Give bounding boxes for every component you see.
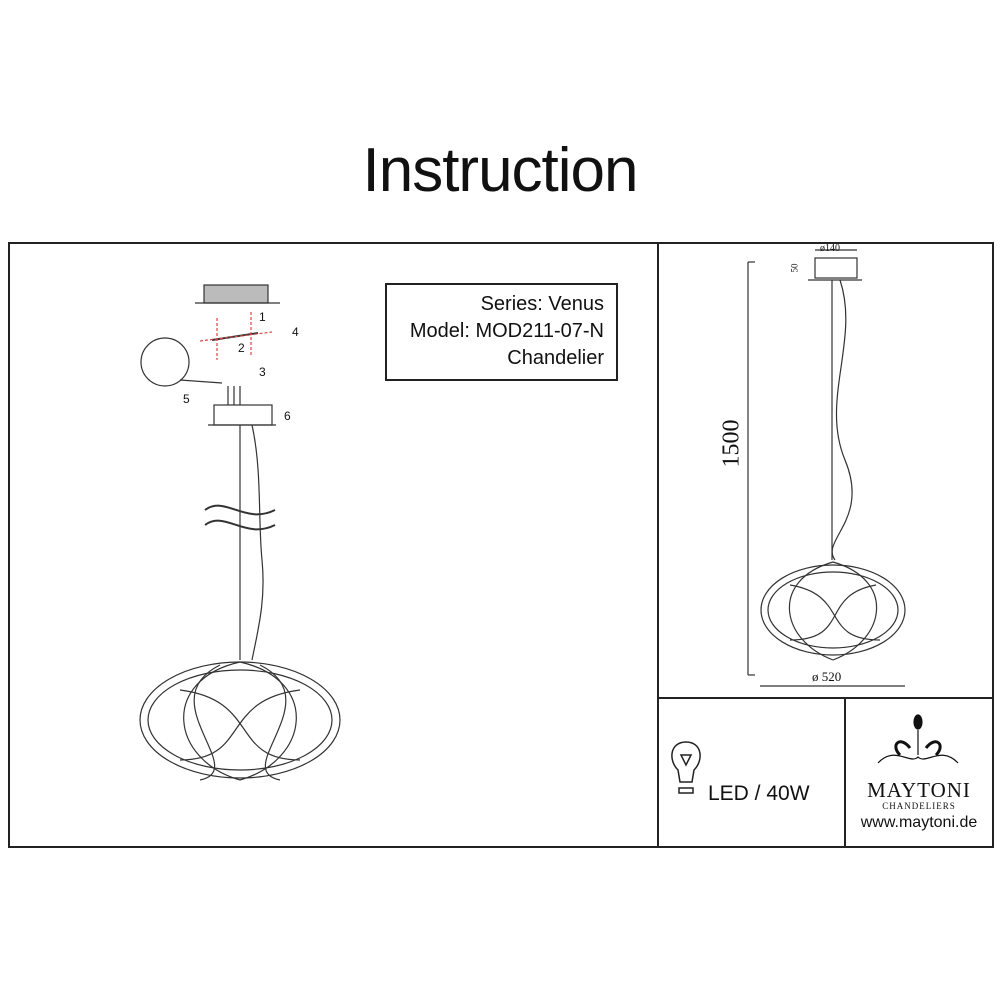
- divider: [657, 697, 992, 699]
- brand-tagline: CHANDELIERS: [882, 801, 956, 811]
- sheet-frame: [8, 242, 994, 848]
- step-2-label: 2: [238, 341, 245, 355]
- model-label: Model: MOD211-07-N: [409, 320, 604, 342]
- step-4-label: 4: [292, 325, 299, 339]
- page-title: Instruction: [362, 136, 638, 205]
- step-3-label: 3: [259, 365, 266, 379]
- canopy: [213, 404, 273, 426]
- chandelier-shade: [139, 661, 341, 781]
- canopy-height: 50: [789, 263, 800, 273]
- brand-name: MAYTONI: [867, 778, 971, 802]
- chandelier-side-view: [760, 561, 906, 661]
- divider: [844, 697, 846, 846]
- brand-url[interactable]: www.maytoni.de: [860, 814, 978, 831]
- step-6-label: 6: [284, 409, 291, 423]
- product-info-box: Series: Venus Model: MOD211-07-N Chandel…: [385, 283, 618, 381]
- bulb-icon: [671, 741, 701, 794]
- series-label: Series: Venus: [480, 293, 604, 315]
- divider: [657, 242, 659, 846]
- step-1-label: 1: [259, 310, 266, 324]
- maytoni-logo-icon: [877, 714, 959, 764]
- type-label: Chandelier: [507, 347, 604, 369]
- step-5-label: 5: [183, 392, 190, 406]
- canopy-diameter: ø140: [820, 243, 840, 254]
- lamp-spec: LED / 40W: [708, 782, 810, 805]
- ceiling-block: [203, 284, 269, 304]
- shade-diameter: ø 520: [812, 669, 842, 684]
- total-height: 1500: [718, 419, 745, 468]
